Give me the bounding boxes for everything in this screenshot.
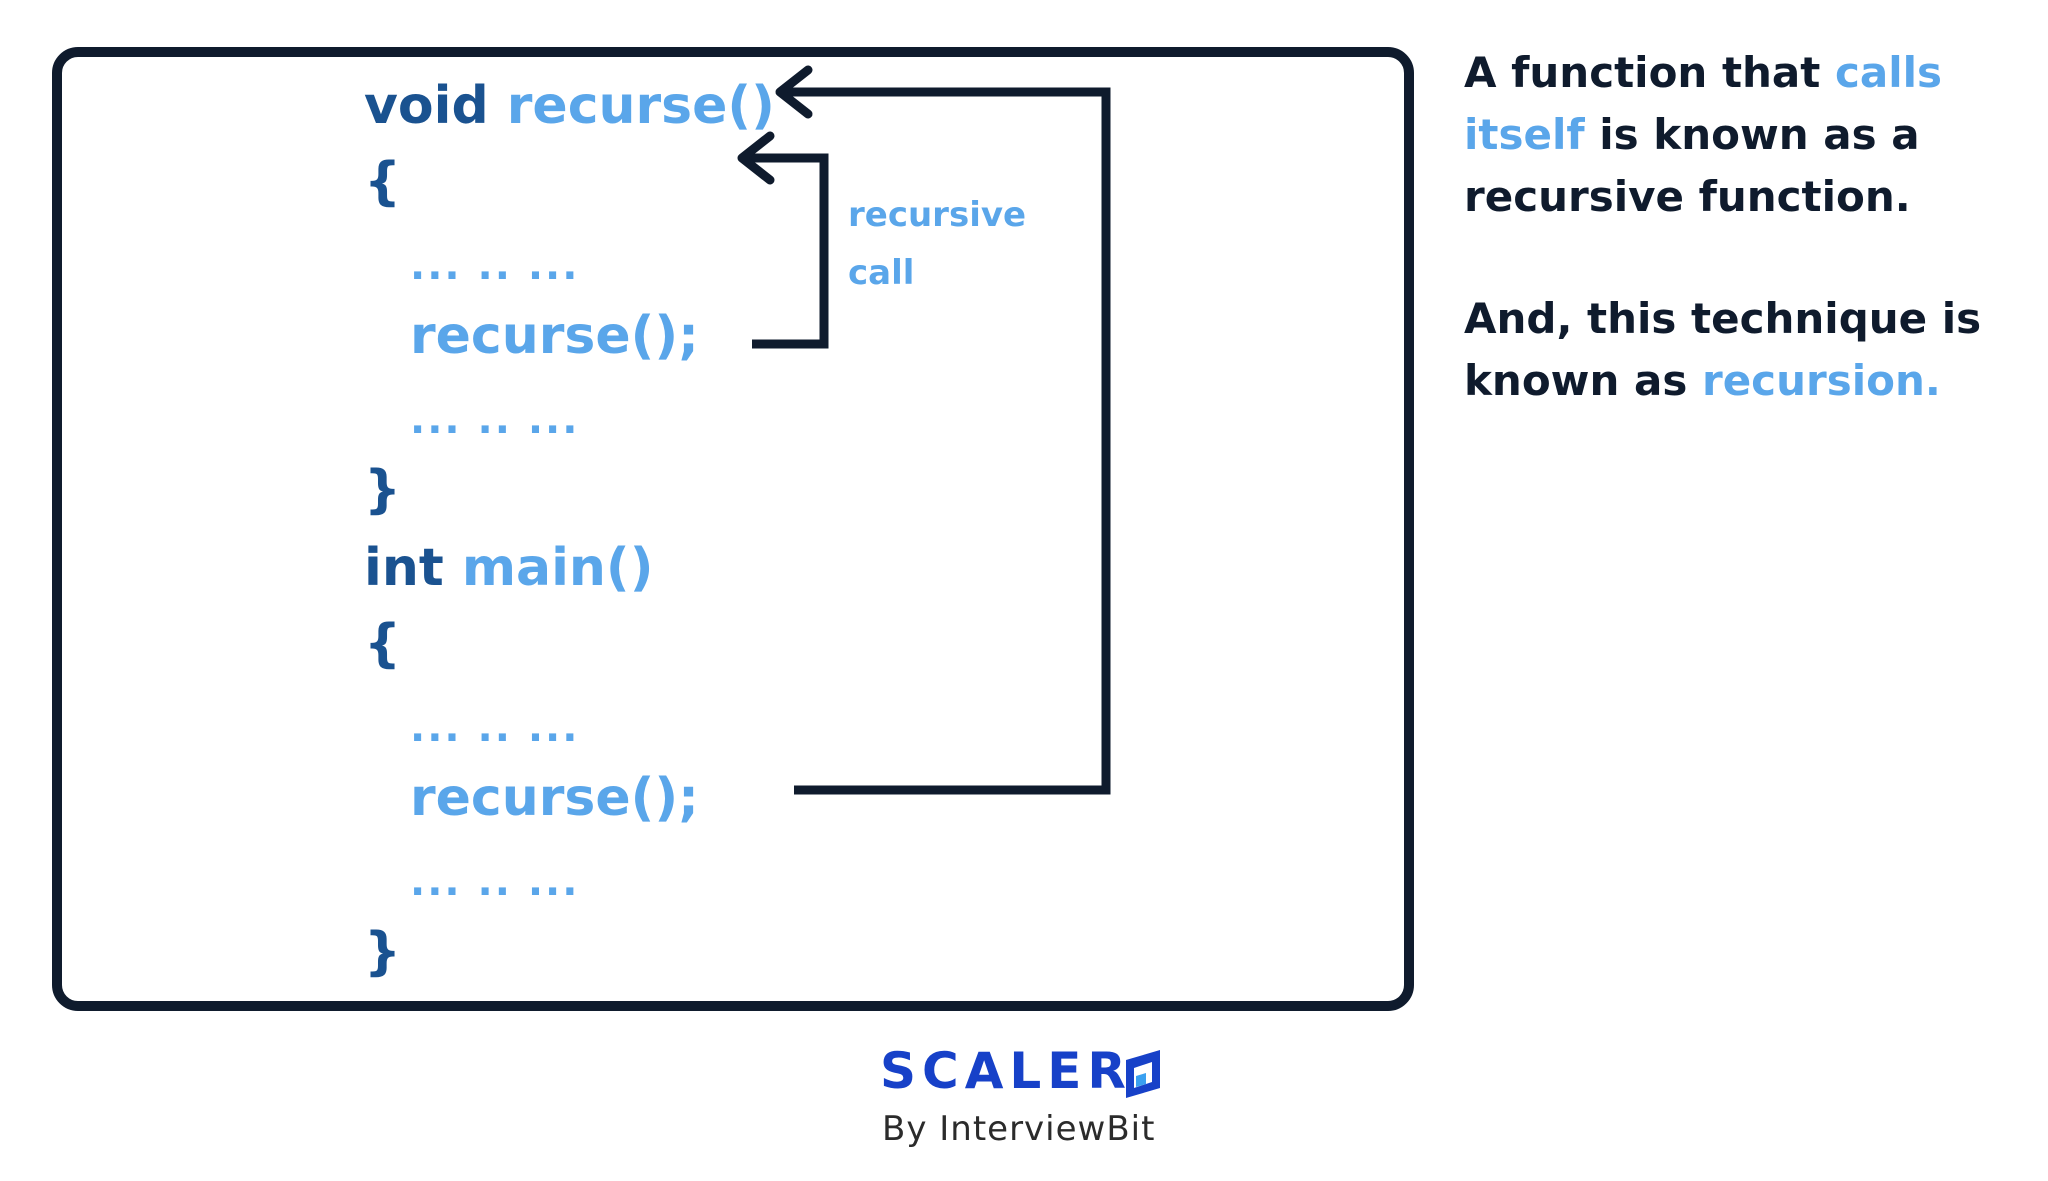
logo-wordmark: SCALER [880, 1042, 1132, 1100]
definition-highlight-calls-itself: calls itself [1464, 48, 1942, 159]
keyword-void: void [364, 76, 489, 136]
function-name-recurse: recurse() [506, 76, 775, 136]
placeholder-dots-3: ... .. ... [410, 705, 580, 751]
function-signature-main: int main() [364, 542, 653, 594]
keyword-int: int [364, 538, 444, 598]
definition-text-1: A function that [1464, 48, 1835, 97]
recursive-call-label-line2: call [848, 253, 915, 293]
technique-highlight-recursion: recursion. [1701, 356, 1941, 405]
main-call-arrow [780, 87, 1111, 795]
recursive-call-arrow [742, 153, 829, 349]
recursion-definition: A function that calls itself is known as… [1464, 42, 2024, 228]
logo-tagline: By InterviewBit [882, 1109, 1156, 1149]
recursive-call-label-line1: recursive [848, 195, 1027, 235]
placeholder-dots-2: ... .. ... [410, 397, 580, 443]
main-call-statement: recurse(); [410, 768, 699, 828]
placeholder-dots-4: ... .. ... [410, 859, 580, 905]
placeholder-dots-1: ... .. ... [410, 243, 580, 289]
technique-text: And, this technique is known as [1464, 294, 1982, 405]
open-brace-recurse: { [364, 152, 402, 212]
function-name-main: main() [461, 538, 654, 598]
scaler-logo: SCALER By InterviewBit [880, 1046, 1180, 1156]
definition-text-2: is known as a recursive function. [1464, 110, 1920, 221]
code-panel [52, 47, 1414, 1011]
recursive-call-arrowhead [737, 131, 775, 185]
open-brace-main: { [364, 614, 402, 674]
main-call-arrowhead [775, 65, 813, 119]
recursion-technique-note: And, this technique is known as recursio… [1464, 288, 2024, 412]
scaler-cube-icon [1126, 1050, 1160, 1098]
recursive-call-statement: recurse(); [410, 306, 699, 366]
close-brace-main: } [364, 922, 402, 982]
close-brace-recurse: } [364, 460, 402, 520]
function-signature-recurse: void recurse() [364, 80, 775, 132]
